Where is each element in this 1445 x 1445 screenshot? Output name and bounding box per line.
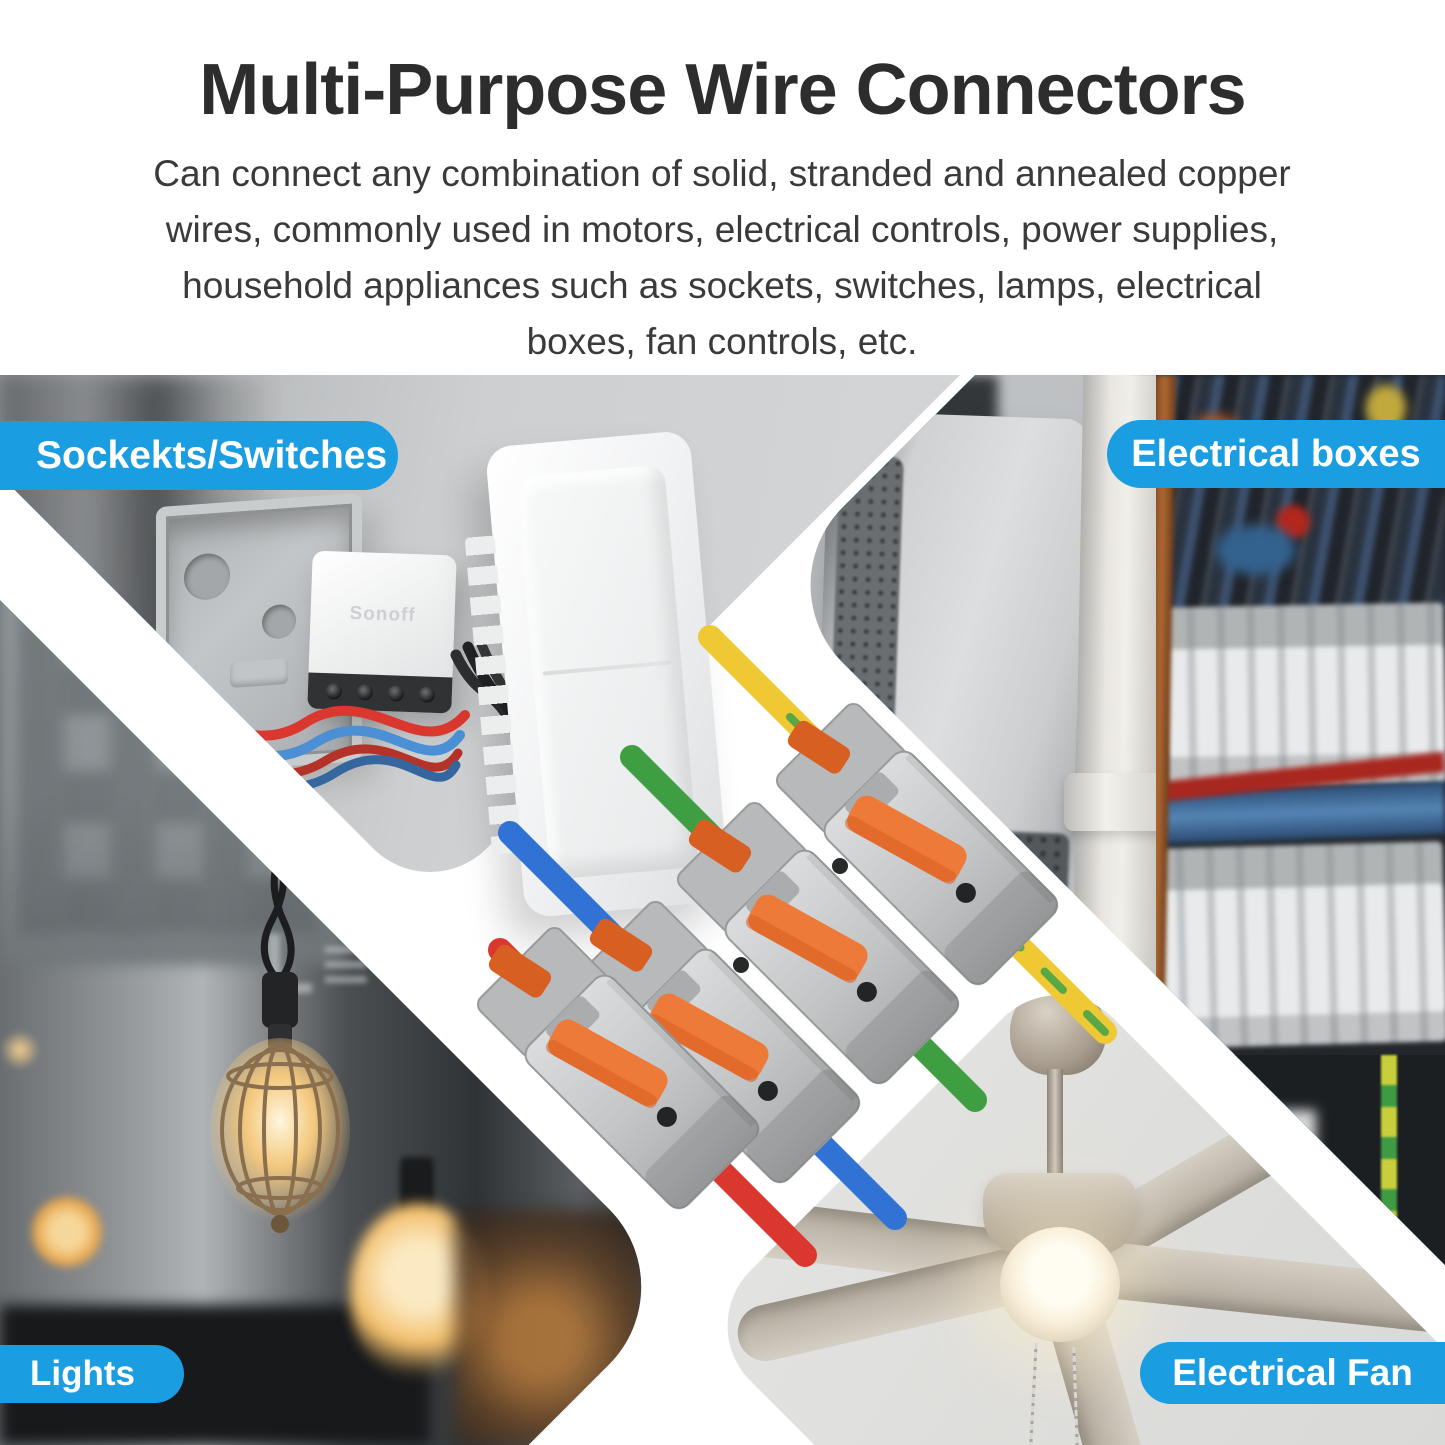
blue-cable-blur [1216,525,1296,575]
badge-label: Electrical Fan [1172,1352,1413,1393]
breaker-row [1156,841,1445,1049]
electrical-fan-badge: Electrical Fan [1140,1342,1445,1404]
page-description: Can connect any combination of solid, st… [153,153,1291,362]
badge-label: Electrical boxes [1131,432,1421,475]
light-bokeh [0,1030,40,1070]
badge-label: Sockekts/Switches [36,433,388,477]
knockout-hole [183,552,231,602]
page-title: Multi-Purpose Wire Connectors [199,50,1246,130]
badge-label: Lights [30,1354,135,1393]
electrical-boxes-badge: Electrical boxes [1107,420,1445,488]
light-bokeh [29,1195,105,1269]
wire-connectors-product [453,625,1117,1267]
cage-lamp [209,800,350,1233]
lights-scene: L≡ [0,375,687,1445]
photo-collage: Sonoff [0,375,1445,1445]
sockets-switches-badge: Sockekts/Switches [0,421,398,490]
lights-badge: Lights [0,1345,184,1403]
lights-photo: L≡ [0,375,687,1445]
